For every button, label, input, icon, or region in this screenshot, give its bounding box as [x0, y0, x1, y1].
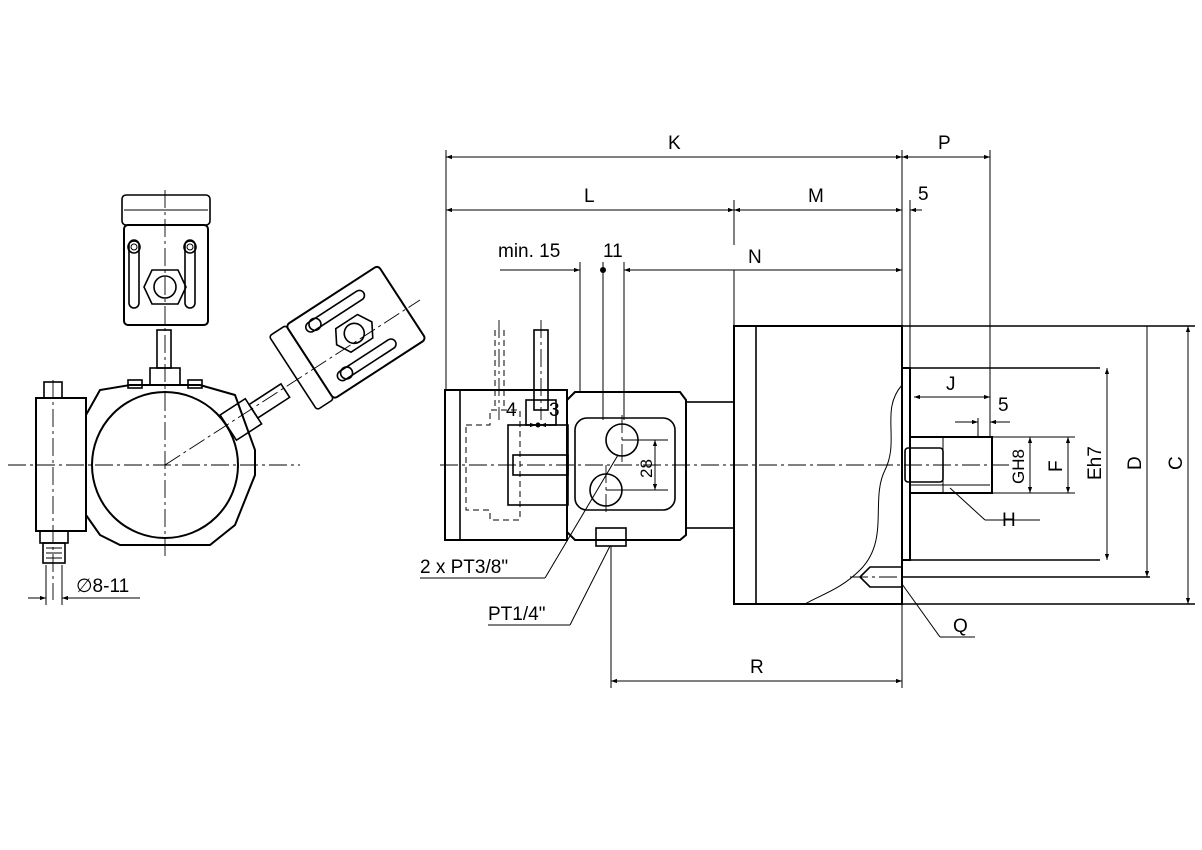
pt14-label: PT1/4": [488, 604, 545, 625]
dim-4: 4: [506, 400, 517, 421]
dim-M: M: [808, 186, 824, 207]
dim-K: K: [668, 133, 681, 154]
dim-3: 3: [549, 400, 560, 421]
dim-min15: min. 15: [498, 241, 560, 262]
dim-J: J: [946, 374, 956, 395]
dim-5-top: 5: [918, 184, 929, 205]
angled-nut: [218, 397, 263, 442]
shaft: [909, 436, 993, 494]
end-view: ∅8-11: [8, 190, 426, 605]
side-view: K P L M 5 min. 15 11 N 4 3: [420, 133, 1195, 688]
pt14-port: [595, 527, 627, 547]
dim-L: L: [584, 186, 595, 207]
bottom-nut: [39, 530, 69, 544]
pump-circle: [91, 391, 239, 539]
pump-body-outline: [85, 384, 256, 546]
dim-D: D: [1125, 456, 1146, 470]
dim-5-right: 5: [998, 395, 1009, 416]
dim-Q: Q: [953, 616, 968, 637]
top-stem: [156, 329, 172, 369]
dim-11: 11: [603, 241, 623, 262]
dim-GH8: GH8: [1009, 449, 1028, 484]
dim-C: C: [1166, 456, 1187, 470]
dim-28: 28: [637, 459, 656, 478]
cable-gland: [42, 542, 66, 564]
dim-N: N: [748, 247, 762, 268]
dim-F: F: [1046, 460, 1067, 472]
gland-body: [35, 397, 87, 532]
dim-P: P: [938, 133, 951, 154]
dim-H: H: [1002, 510, 1016, 531]
top-nut: [43, 381, 63, 399]
flange: [901, 367, 911, 561]
angled-connector: [286, 265, 426, 399]
dim-Eh7: Eh7: [1085, 446, 1106, 480]
valve-block: [566, 391, 687, 541]
dim-R: R: [750, 657, 764, 678]
diameter-label: ∅8-11: [76, 576, 129, 597]
ports-label: 2 x PT3/8": [420, 557, 508, 578]
